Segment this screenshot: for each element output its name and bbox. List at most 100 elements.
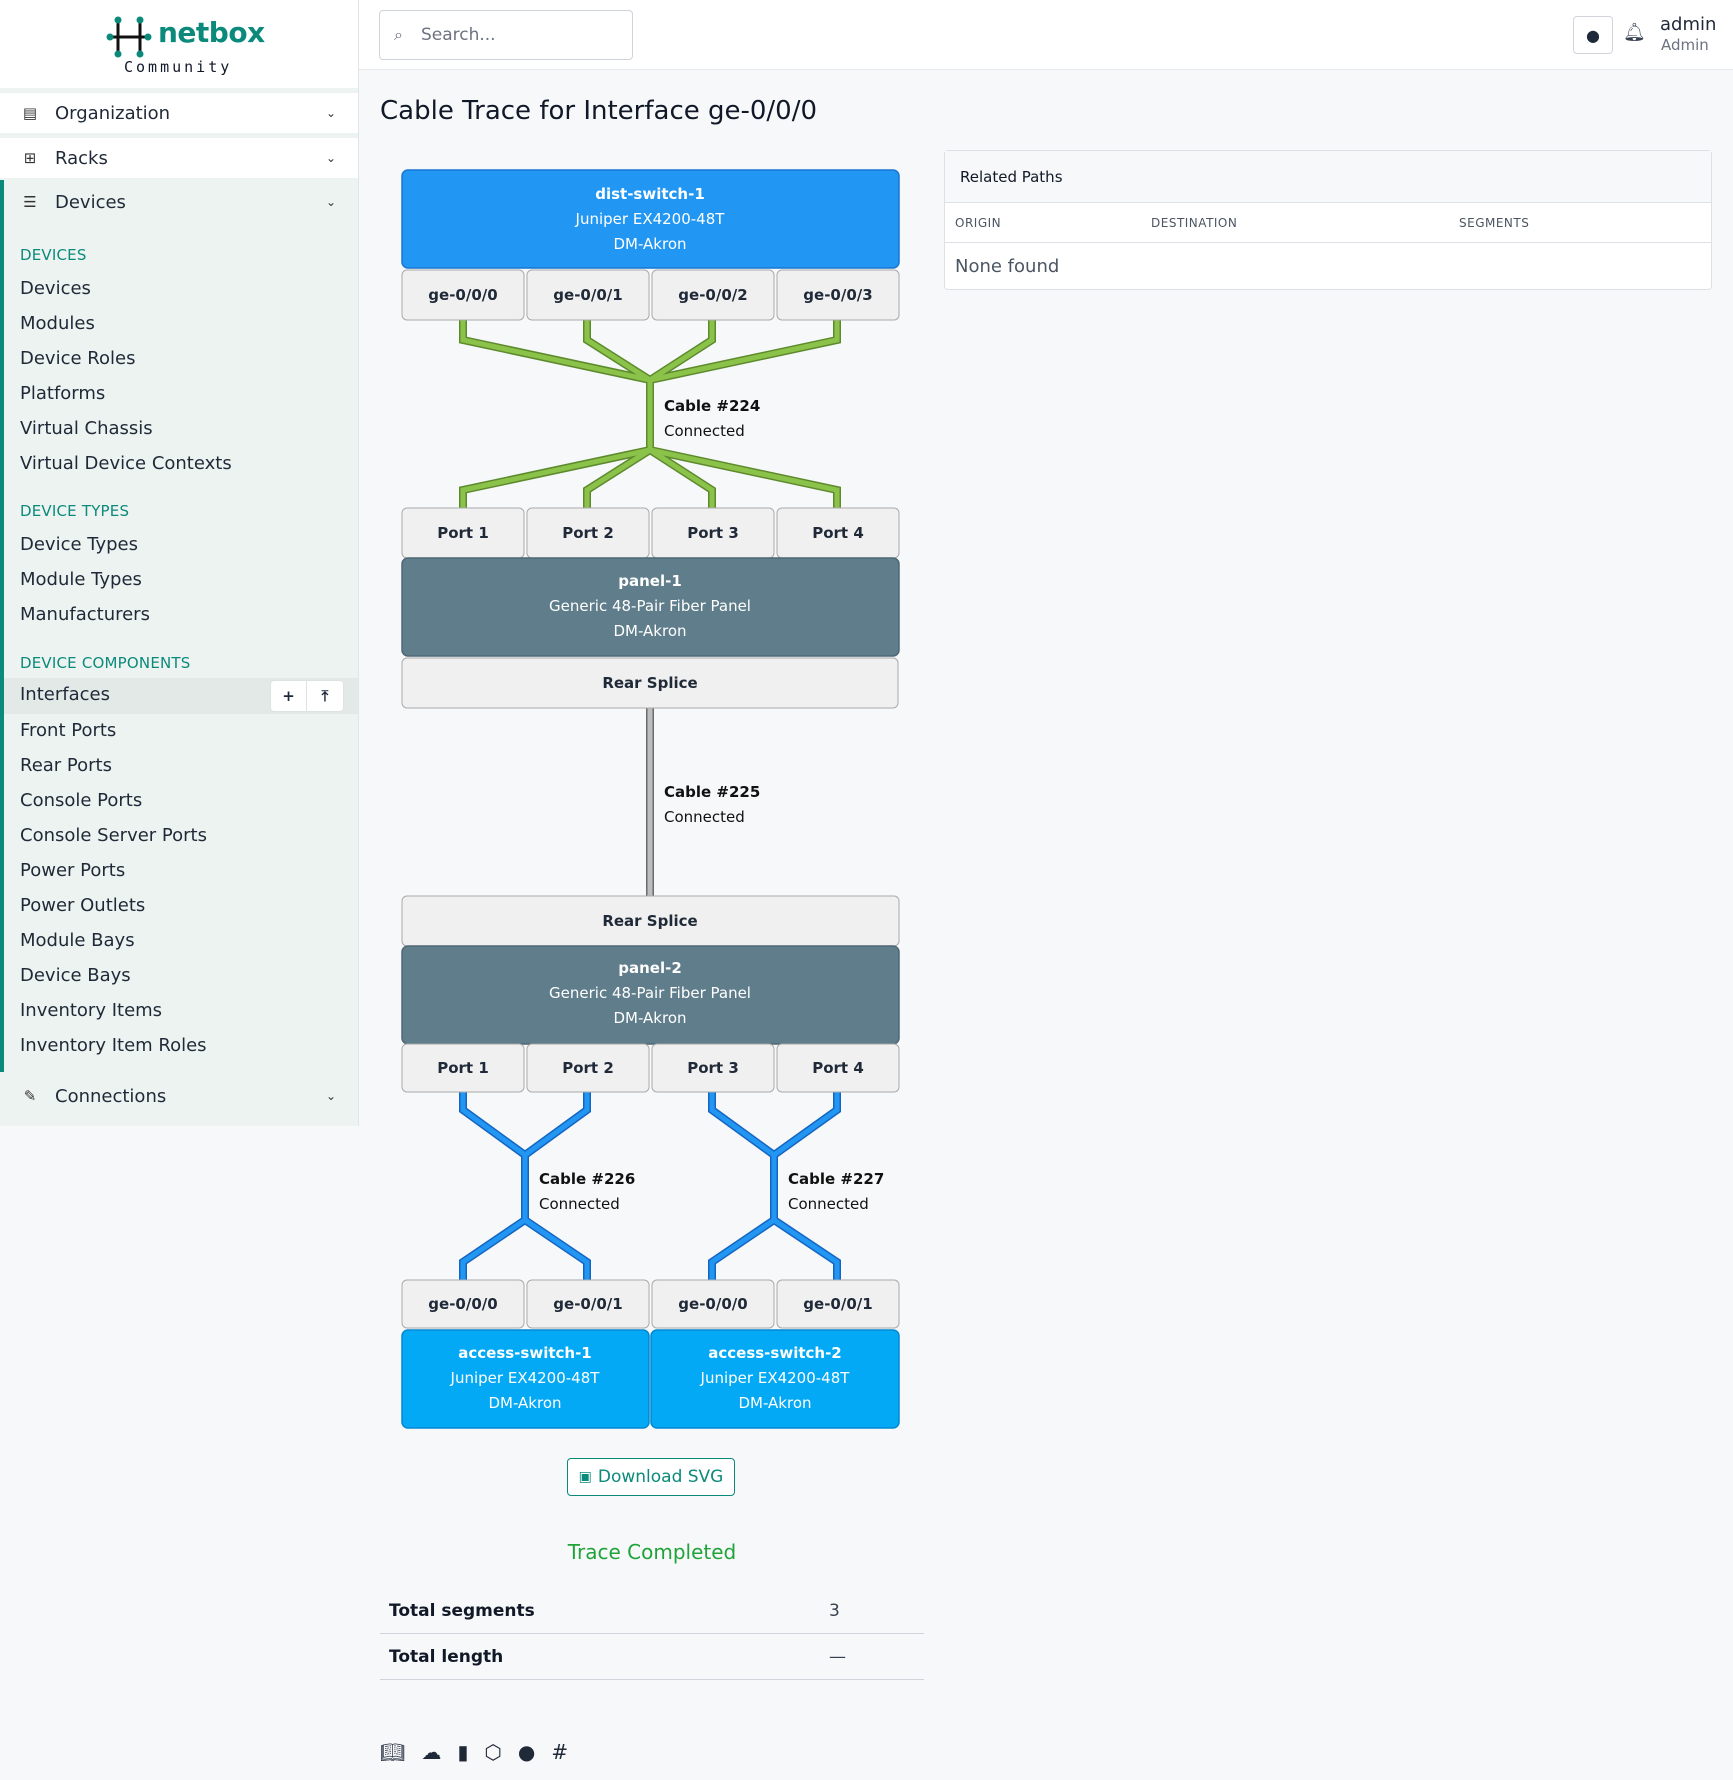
access-1-port-ge-0-0-1[interactable]: ge-0/0/1 — [526, 1279, 650, 1329]
device-panel-2[interactable]: panel-2 Generic 48-Pair Fiber Panel DM-A… — [401, 945, 900, 1045]
menu-item-rear-ports[interactable]: Rear Ports — [20, 755, 112, 776]
cable-status: Connected — [539, 1195, 620, 1213]
menu-item-device-bays[interactable]: Device Bays — [20, 965, 131, 986]
theme-toggle-button[interactable]: ● — [1573, 16, 1613, 54]
column-segments: SEGMENTS — [1459, 216, 1530, 230]
device-access-switch-1[interactable]: access-switch-1 Juniper EX4200-48T DM-Ak… — [401, 1329, 650, 1429]
menu-item-manufacturers[interactable]: Manufacturers — [20, 604, 150, 625]
chevron-down-icon: ⌄ — [325, 106, 336, 120]
port-ge-0-0-2[interactable]: ge-0/0/2 — [651, 269, 775, 321]
cable-trace-diagram: dist-switch-1 Juniper EX4200-48T DM-Akro… — [401, 169, 900, 1429]
cable-226-227-lines[interactable] — [459, 1092, 841, 1280]
import-icon[interactable]: ⤒ — [321, 687, 329, 705]
rear-splice-1[interactable]: Rear Splice — [401, 657, 899, 709]
port-label: ge-0/0/1 — [553, 1295, 622, 1313]
access-2-port-ge-0-0-1[interactable]: ge-0/0/1 — [776, 1279, 900, 1329]
menu-item-virtual-chassis[interactable]: Virtual Chassis — [20, 418, 153, 439]
cable-status: Connected — [788, 1195, 869, 1213]
docs-icon[interactable]: 📖︎ — [380, 1740, 406, 1764]
device-dist-switch-1[interactable]: dist-switch-1 Juniper EX4200-48T DM-Akro… — [401, 169, 900, 269]
menu-item-interfaces[interactable]: Interfaces + ⤒ — [4, 678, 358, 714]
chevron-down-icon: ⌄ — [325, 195, 336, 209]
port-label: ge-0/0/0 — [678, 1295, 747, 1313]
cable-name: Cable #224 — [664, 397, 760, 415]
cable-name: Cable #227 — [788, 1170, 884, 1188]
user-menu[interactable]: admin Admin — [1660, 14, 1716, 54]
panel-2-port-2[interactable]: Port 2 — [526, 1043, 650, 1093]
port-ge-0-0-0[interactable]: ge-0/0/0 — [401, 269, 525, 321]
cable-227-label[interactable]: Cable #227 Connected — [788, 1170, 884, 1213]
menu-item-inventory-items[interactable]: Inventory Items — [20, 1000, 163, 1021]
port-ge-0-0-1[interactable]: ge-0/0/1 — [526, 269, 650, 321]
bell-icon[interactable]: 🔔︎ — [1623, 22, 1646, 43]
rear-splice-label: Rear Splice — [602, 912, 697, 930]
menu-item-power-ports[interactable]: Power Ports — [20, 860, 126, 881]
related-paths-card: Related Paths ORIGIN DESTINATION SEGMENT… — [944, 150, 1712, 290]
netbox-logo[interactable]: netbox Community — [106, 12, 266, 82]
cable-status: Connected — [664, 422, 745, 440]
menu-item-console-server-ports[interactable]: Console Server Ports — [20, 825, 207, 846]
page-title: Cable Trace for Interface ge-0/0/0 — [380, 96, 818, 126]
panel-1-port-3[interactable]: Port 3 — [651, 507, 775, 559]
book-icon[interactable]: ▮ — [457, 1740, 469, 1764]
menu-item-inventory-item-roles[interactable]: Inventory Item Roles — [20, 1035, 207, 1056]
nav-racks[interactable]: ⊞ Racks ⌄ — [0, 138, 358, 178]
menu-item-front-ports[interactable]: Front Ports — [20, 720, 117, 741]
panel-1-port-1[interactable]: Port 1 — [401, 507, 525, 559]
api-icon[interactable]: ☁ — [421, 1740, 442, 1764]
graphql-icon[interactable]: ⬡ — [484, 1740, 502, 1764]
port-label: Port 3 — [687, 524, 739, 542]
menu-item-console-ports[interactable]: Console Ports — [20, 790, 143, 811]
menu-item-power-outlets[interactable]: Power Outlets — [20, 895, 146, 916]
port-label: ge-0/0/1 — [553, 286, 622, 304]
nav-connections[interactable]: ✎ Connections ⌄ — [0, 1076, 358, 1116]
port-ge-0-0-3[interactable]: ge-0/0/3 — [776, 269, 900, 321]
menu-item-modules[interactable]: Modules — [20, 313, 95, 334]
cable-224-label[interactable]: Cable #224 Connected — [664, 397, 760, 440]
cable-225-label[interactable]: Cable #225 Connected — [664, 783, 760, 826]
top-ports: ge-0/0/0 ge-0/0/1 ge-0/0/2 ge-0/0/3 — [401, 269, 900, 321]
logo-sub: Community — [124, 58, 233, 76]
slack-icon[interactable]: # — [551, 1740, 569, 1764]
footer-links: 📖︎ ☁ ▮ ⬡ ● # — [380, 1740, 568, 1764]
panel-2-port-1[interactable]: Port 1 — [401, 1043, 525, 1093]
port-label: ge-0/0/2 — [678, 286, 747, 304]
access-1-port-ge-0-0-0[interactable]: ge-0/0/0 — [401, 1279, 525, 1329]
nav-organization[interactable]: ▤ Organization ⌄ — [0, 93, 358, 133]
download-svg-button[interactable]: ▣ Download SVG — [567, 1458, 735, 1496]
nav-devices[interactable]: ☰ Devices ⌄ — [0, 182, 358, 222]
device-site: DM-Akron — [613, 235, 686, 253]
menu-item-device-types[interactable]: Device Types — [20, 534, 139, 555]
device-access-switch-2[interactable]: access-switch-2 Juniper EX4200-48T DM-Ak… — [650, 1329, 900, 1429]
port-label: Port 1 — [437, 524, 489, 542]
github-icon[interactable]: ● — [517, 1740, 536, 1764]
panel-1-ports: Port 1 Port 2 Port 3 Port 4 — [401, 507, 900, 559]
menu-item-module-types[interactable]: Module Types — [20, 569, 142, 590]
menu-item-device-roles[interactable]: Device Roles — [20, 348, 136, 369]
menu-item-module-bays[interactable]: Module Bays — [20, 930, 135, 951]
panel-1-port-2[interactable]: Port 2 — [526, 507, 650, 559]
device-type: Juniper EX4200-48T — [575, 210, 726, 228]
device-panel-1[interactable]: panel-1 Generic 48-Pair Fiber Panel DM-A… — [401, 557, 900, 657]
add-icon[interactable]: + — [271, 681, 307, 711]
related-paths-title: Related Paths — [945, 151, 1711, 203]
menu-item-devices[interactable]: Devices — [20, 278, 91, 299]
cable-226-label[interactable]: Cable #226 Connected — [539, 1170, 635, 1213]
download-svg-label: Download SVG — [597, 1467, 724, 1487]
device-name: access-switch-1 — [458, 1344, 592, 1362]
panel-2-port-3[interactable]: Port 3 — [651, 1043, 775, 1093]
cable-224-lines[interactable] — [459, 320, 841, 508]
panel-1-port-4[interactable]: Port 4 — [776, 507, 900, 559]
menu-item-interfaces-label: Interfaces — [20, 684, 110, 705]
panel-2-port-4[interactable]: Port 4 — [776, 1043, 900, 1093]
access-2-port-ge-0-0-0[interactable]: ge-0/0/0 — [651, 1279, 775, 1329]
menu-item-platforms[interactable]: Platforms — [20, 383, 106, 404]
section-devices: DEVICES — [20, 246, 87, 264]
related-paths-header: ORIGIN DESTINATION SEGMENTS — [945, 203, 1711, 243]
rear-splice-2[interactable]: Rear Splice — [401, 895, 900, 947]
port-label: Port 4 — [812, 524, 864, 542]
search-input[interactable] — [420, 25, 601, 45]
column-origin: ORIGIN — [955, 216, 1002, 230]
port-label: Port 2 — [562, 524, 614, 542]
menu-item-virtual-device-contexts[interactable]: Virtual Device Contexts — [20, 453, 232, 474]
